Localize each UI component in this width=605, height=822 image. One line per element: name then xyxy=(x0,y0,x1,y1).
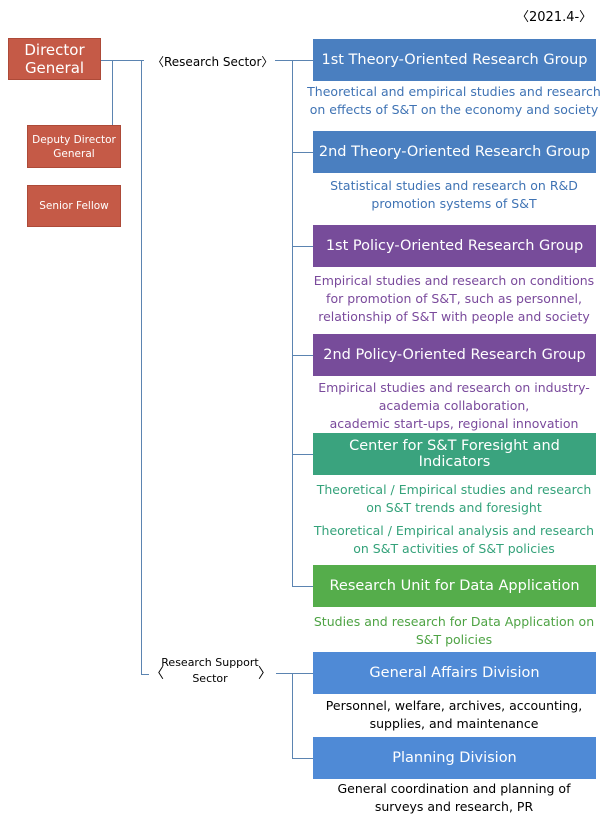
group-box-foresight-center: Center for S&T Foresight and Indicators xyxy=(313,433,596,475)
connector-support-trunk xyxy=(292,673,293,759)
desc-line: promotion systems of S&T xyxy=(371,196,537,211)
connector-dg-right xyxy=(101,60,144,61)
deputy-director-general-box: Deputy Director General xyxy=(27,125,121,168)
division-desc-planning: General coordination and planning of sur… xyxy=(305,780,603,816)
division-box-general-affairs: General Affairs Division xyxy=(313,652,596,694)
group-desc-2nd-theory: Statistical studies and research on R&D … xyxy=(305,177,603,213)
connector-support-stub xyxy=(141,674,149,675)
group-box-2nd-policy: 2nd Policy-Oriented Research Group xyxy=(313,334,596,376)
desc-line: Studies and research for Data Applicatio… xyxy=(313,614,595,629)
division-desc-general-affairs: Personnel, welfare, archives, accounting… xyxy=(305,697,603,733)
desc-line: on S&T activities of S&T policies xyxy=(353,541,555,556)
connector-branch-6 xyxy=(292,586,313,587)
desc-line: Personnel, welfare, archives, accounting… xyxy=(325,698,583,713)
desc-line: Theoretical and empirical studies and re… xyxy=(307,84,601,99)
desc-line: supplies, and maintenance xyxy=(369,716,539,731)
director-general-box: Director General xyxy=(8,38,101,80)
group-box-2nd-theory: 2nd Theory-Oriented Research Group xyxy=(313,131,596,173)
senior-fellow-label: Senior Fellow xyxy=(39,200,109,212)
support-sector-open-bracket: 〈 xyxy=(150,666,164,682)
date-label: 〈2021.4-〉 xyxy=(516,10,593,25)
desc-line: Theoretical / Empirical analysis and res… xyxy=(313,523,595,538)
desc-line: on S&T trends and foresight xyxy=(366,500,542,515)
connector-branch-2 xyxy=(292,152,313,153)
connector-support-right xyxy=(276,673,313,674)
group-desc-2nd-policy: Empirical studies and research on indust… xyxy=(305,379,603,433)
division-label-planning: Planning Division xyxy=(392,750,517,766)
desc-line: Statistical studies and research on R&D xyxy=(330,178,578,193)
support-sector-close-bracket: 〉 xyxy=(258,666,272,682)
group-label-1st-theory: 1st Theory-Oriented Research Group xyxy=(321,52,588,68)
senior-fellow-box: Senior Fellow xyxy=(27,185,121,227)
division-label-general-affairs: General Affairs Division xyxy=(369,665,540,681)
group-label-foresight-center: Center for S&T Foresight and Indicators xyxy=(349,438,560,470)
director-general-label: Director General xyxy=(24,41,85,77)
connector-branch-planning xyxy=(292,758,313,759)
desc-line: S&T policies xyxy=(415,632,493,647)
desc-line: academic start-ups, regional innovation xyxy=(329,416,579,431)
group-desc-data-application: Studies and research for Data Applicatio… xyxy=(305,613,603,649)
group-desc-foresight-center-b: Theoretical / Empirical analysis and res… xyxy=(305,522,603,558)
connector-dg-down xyxy=(112,60,113,125)
group-box-1st-policy: 1st Policy-Oriented Research Group xyxy=(313,225,596,267)
deputy-director-general-label: Deputy Director General xyxy=(32,133,116,160)
division-box-planning: Planning Division xyxy=(313,737,596,779)
group-box-data-application: Research Unit for Data Application xyxy=(313,565,596,607)
desc-line: Empirical studies and research on indust… xyxy=(318,380,590,395)
desc-line: relationship of S&T with people and soci… xyxy=(318,309,590,324)
support-sector-label: Research Support Sector xyxy=(161,656,259,685)
group-box-1st-theory: 1st Theory-Oriented Research Group xyxy=(313,39,596,81)
desc-line: Empirical studies and research on condit… xyxy=(313,273,595,288)
connector-branch-3 xyxy=(292,246,313,247)
group-desc-foresight-center-a: Theoretical / Empirical studies and rese… xyxy=(305,481,603,517)
desc-line: Theoretical / Empirical studies and rese… xyxy=(316,482,592,497)
group-label-data-application: Research Unit for Data Application xyxy=(329,578,580,594)
desc-line: for promotion of S&T, such as personnel, xyxy=(326,291,582,306)
group-label-2nd-policy: 2nd Policy-Oriented Research Group xyxy=(323,347,586,363)
desc-line: General coordination and planning of xyxy=(337,781,571,796)
group-desc-1st-policy: Empirical studies and research on condit… xyxy=(305,272,603,326)
desc-line: surveys and research, PR xyxy=(374,799,534,814)
group-label-1st-policy: 1st Policy-Oriented Research Group xyxy=(325,238,584,254)
group-label-2nd-theory: 2nd Theory-Oriented Research Group xyxy=(318,144,591,160)
connector-branch-5 xyxy=(292,454,313,455)
research-sector-label: 〈Research Sector〉 xyxy=(150,53,276,70)
desc-line: academia collaboration, xyxy=(378,398,530,413)
group-desc-1st-theory: Theoretical and empirical studies and re… xyxy=(305,83,603,119)
connector-main-trunk xyxy=(141,60,142,674)
connector-research-trunk xyxy=(292,60,293,586)
connector-branch-4 xyxy=(292,355,313,356)
desc-line: on effects of S&T on the economy and soc… xyxy=(309,102,599,117)
